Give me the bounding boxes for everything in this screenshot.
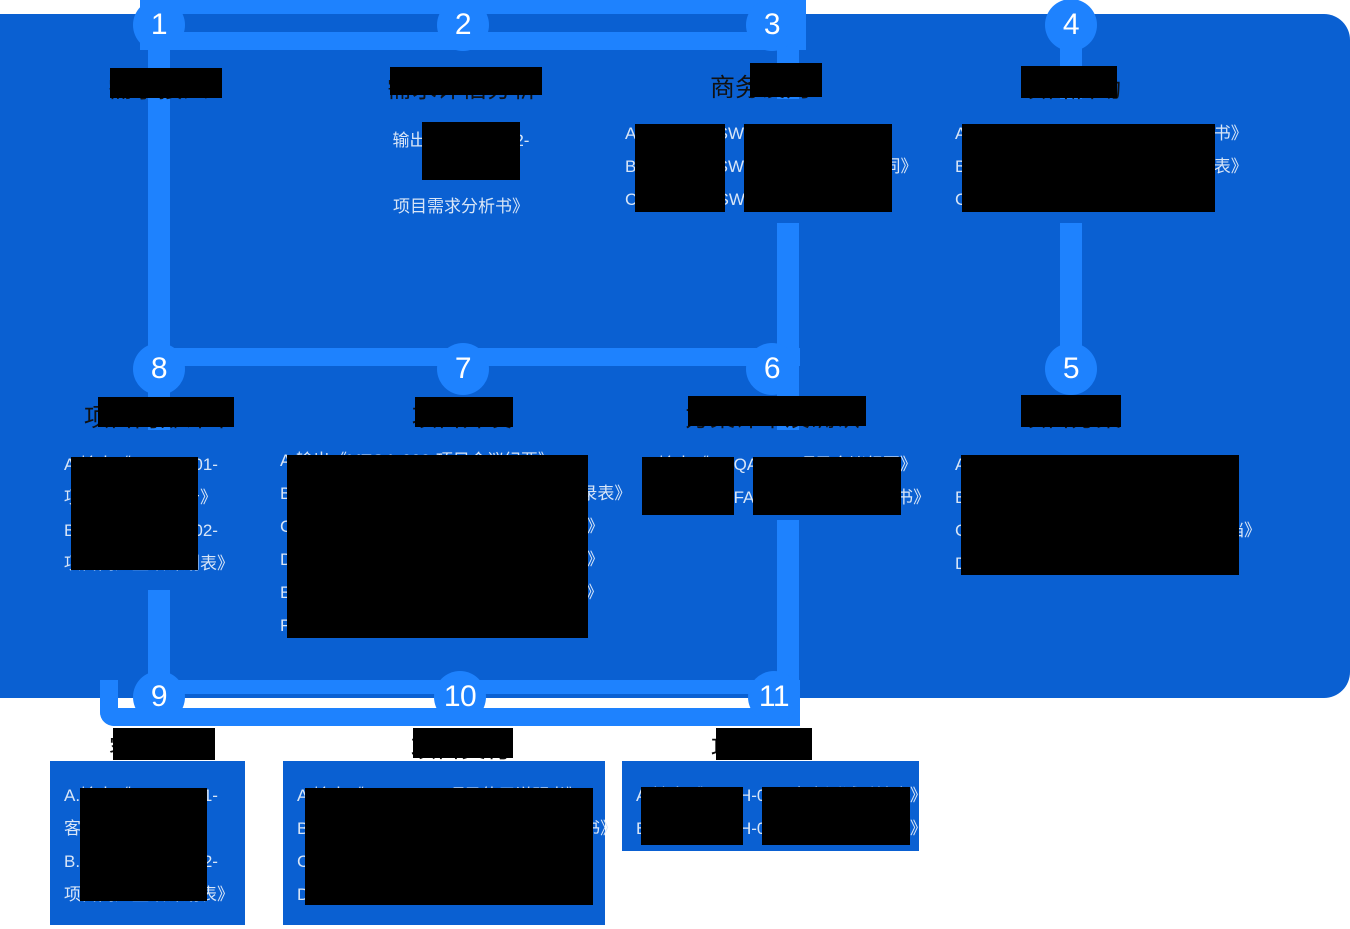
redaction-box-card-11b [762, 787, 910, 845]
redaction-box-card-4 [962, 124, 1215, 212]
redaction-box-title-11 [716, 728, 812, 760]
node-circle-1[interactable]: 1 [133, 0, 185, 51]
node-circle-3[interactable]: 3 [746, 0, 798, 51]
node-circle-8[interactable]: 8 [133, 343, 185, 395]
node-circle-9[interactable]: 9 [133, 671, 185, 723]
redaction-box-title-6 [688, 396, 866, 426]
node-circle-10[interactable]: 10 [434, 671, 486, 723]
redaction-box-card-6a [642, 457, 734, 515]
redaction-box-title-2 [390, 67, 542, 95]
redaction-box-card-3b [744, 124, 892, 212]
redaction-box-title-10 [413, 728, 513, 758]
redaction-box-card-7 [287, 455, 588, 638]
redaction-box-card-8 [71, 457, 198, 570]
redaction-box-title-5 [1021, 395, 1121, 427]
redaction-box-title-1 [110, 68, 222, 98]
node-circle-4[interactable]: 4 [1045, 0, 1097, 51]
node-circle-5[interactable]: 5 [1045, 343, 1097, 395]
redaction-box-card-9 [80, 788, 207, 901]
redaction-box-title-7 [415, 397, 513, 427]
node-circle-11[interactable]: 11 [748, 671, 800, 723]
node-circle-2[interactable]: 2 [437, 0, 489, 51]
redaction-box-card-2 [422, 122, 520, 180]
connector-bottom-left-cap [100, 680, 118, 726]
node-circle-6[interactable]: 6 [746, 343, 798, 395]
node-circle-7[interactable]: 7 [437, 343, 489, 395]
redaction-box-title-8 [98, 397, 234, 427]
redaction-box-card-6b [753, 457, 901, 515]
redaction-box-card-11a [641, 787, 743, 845]
redaction-box-title-3 [750, 63, 822, 97]
redaction-box-card-3a [635, 124, 725, 212]
redaction-box-card-10 [305, 788, 593, 905]
output-line: 项目需求分析书》 [393, 197, 529, 216]
redaction-box-title-9 [113, 728, 215, 760]
redaction-box-card-5 [961, 455, 1239, 575]
connector-v-1-8 [148, 26, 170, 362]
redaction-box-title-4 [1021, 66, 1117, 98]
